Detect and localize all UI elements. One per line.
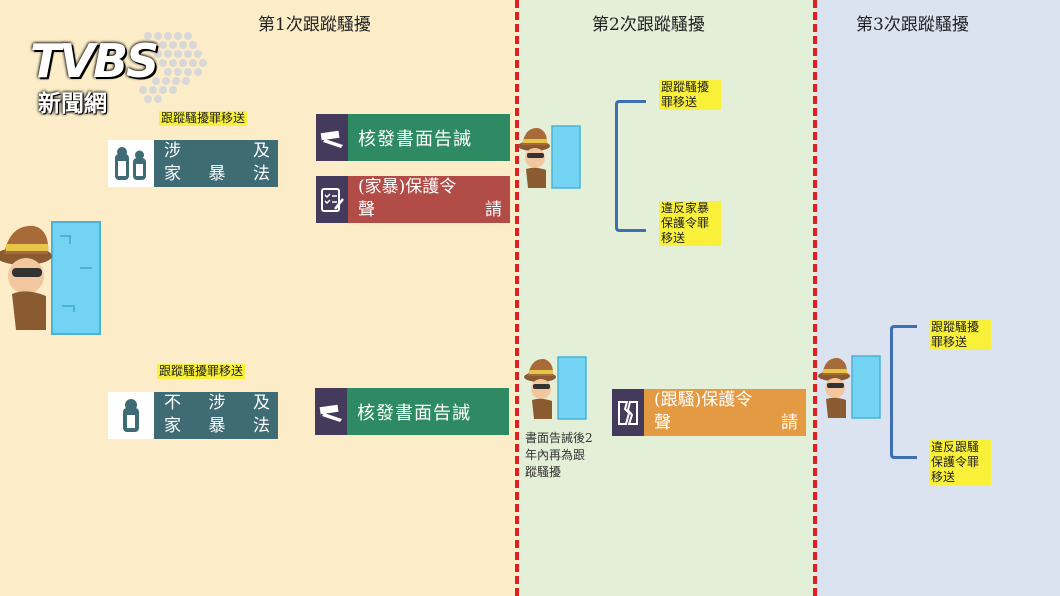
row2-protection-char: 請 xyxy=(781,413,798,433)
row2-note-line: 蹤騷擾 xyxy=(525,465,562,479)
stalker-icon xyxy=(0,218,104,336)
row2-outcome-top-line: 罪移送 xyxy=(931,335,968,349)
row2-note-line: 年內再為跟 xyxy=(525,448,586,462)
row2-action-protection: (跟騷)保護令 聲 請 xyxy=(612,389,806,436)
row1-category-char: 暴 xyxy=(208,164,226,184)
row1-outcome-bottom-line: 保護令罪 xyxy=(661,216,710,230)
row2-action-warning: 核發書面告誡 xyxy=(315,388,509,435)
row2-protection-line1: (跟騷)保護令 xyxy=(654,390,753,410)
broken-paper-icon xyxy=(612,389,644,436)
row1-action-warning-label: 核發書面告誡 xyxy=(358,128,472,150)
row2-outcome-top: 跟蹤騷擾 罪移送 xyxy=(929,320,991,350)
row2-tag: 跟蹤騷擾罪移送 xyxy=(157,364,246,379)
row1-outcome-top-line: 罪移送 xyxy=(661,95,698,109)
row1-outcome-top: 跟蹤騷擾 罪移送 xyxy=(659,80,721,110)
row1-category-char: 涉 xyxy=(164,141,181,161)
divider-1 xyxy=(515,0,519,596)
row2-outcome-top-line: 跟蹤騷擾 xyxy=(931,320,980,334)
divider-2 xyxy=(813,0,817,596)
row2-category-box: 不 涉 及 家 暴 法 xyxy=(108,392,278,439)
zone-third xyxy=(816,0,1060,596)
logo-brand: TVBS xyxy=(30,34,159,88)
row1-outcome-bracket xyxy=(615,100,646,232)
row1-category-char: 法 xyxy=(253,164,270,184)
people-icon xyxy=(108,140,154,187)
zone-title-1: 第1次跟蹤騷擾 xyxy=(258,15,371,35)
row1-protection-char: 請 xyxy=(485,200,502,220)
row1-tag: 跟蹤騷擾罪移送 xyxy=(159,111,248,126)
row2-category-char: 不 xyxy=(164,393,181,413)
row1-outcome-bottom-line: 違反家暴 xyxy=(661,201,710,215)
stalker-icon xyxy=(518,124,582,190)
row1-protection-line1: (家暴)保護令 xyxy=(358,177,457,197)
logo: TVBS 新聞網 xyxy=(28,14,218,117)
row1-outcome-bottom-line: 移送 xyxy=(661,231,686,245)
row2-action-warning-label: 核發書面告誡 xyxy=(357,402,471,424)
row2-category-char: 家 xyxy=(164,416,181,436)
row2-category-char: 涉 xyxy=(208,393,226,413)
row2-outcome-bottom: 違反跟騷 保護令罪 移送 xyxy=(929,440,991,485)
row2-category-char: 法 xyxy=(253,416,270,436)
stalker-icon xyxy=(818,354,882,420)
zone-title-2: 第2次跟蹤騷擾 xyxy=(592,15,705,35)
row1-category-char: 及 xyxy=(253,141,270,161)
checklist-icon xyxy=(316,176,348,223)
row1-outcome-bottom: 違反家暴 保護令罪 移送 xyxy=(659,201,721,246)
row2-note-line: 書面告誡後2 xyxy=(525,431,593,445)
row2-protection-char: 聲 xyxy=(654,413,671,433)
row2-outcome-bracket xyxy=(890,325,917,459)
row2-note: 書面告誡後2 年內再為跟 蹤騷擾 xyxy=(525,430,593,481)
row2-category-char: 及 xyxy=(253,393,270,413)
logo-name: 新聞網 xyxy=(38,91,107,117)
row1-category-char: 家 xyxy=(164,164,181,184)
row2-outcome-bottom-line: 移送 xyxy=(931,470,956,484)
gavel-icon xyxy=(316,114,348,161)
row2-category-char: 暴 xyxy=(208,416,226,436)
logo-dots-icon xyxy=(139,32,207,103)
row1-category-box: 涉 及 家 暴 法 xyxy=(108,140,278,187)
gavel-icon xyxy=(315,388,347,435)
row1-action-warning: 核發書面告誡 xyxy=(316,114,510,161)
row1-action-protection: (家暴)保護令 聲 請 xyxy=(316,176,510,223)
stalker-icon xyxy=(522,355,588,421)
row2-outcome-bottom-line: 保護令罪 xyxy=(931,455,980,469)
row1-outcome-top-line: 跟蹤騷擾 xyxy=(661,80,710,94)
row2-outcome-bottom-line: 違反跟騷 xyxy=(931,440,980,454)
zone-title-3: 第3次跟蹤騷擾 xyxy=(856,15,969,35)
row1-protection-char: 聲 xyxy=(358,200,375,220)
person-icon xyxy=(108,392,154,439)
